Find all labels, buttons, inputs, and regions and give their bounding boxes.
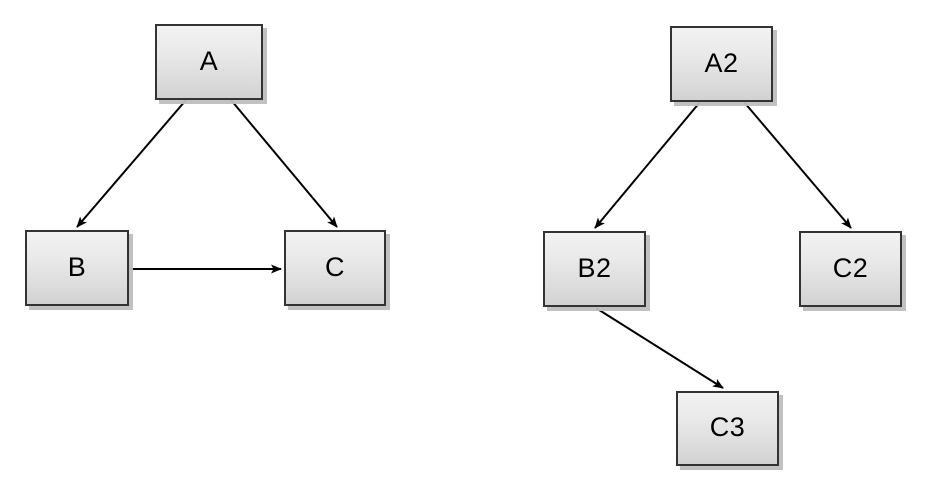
edge-a-c: [230, 99, 338, 228]
node-c2[interactable]: C2: [799, 231, 902, 307]
node-c[interactable]: C: [284, 230, 386, 306]
node-b[interactable]: B: [25, 230, 129, 306]
node-label: B2: [577, 252, 612, 283]
edge-a-b: [76, 99, 187, 228]
edge-a2-c2: [743, 101, 852, 229]
edge-b2-c3: [595, 307, 724, 389]
node-b2[interactable]: B2: [543, 231, 646, 307]
node-label: C2: [832, 252, 869, 283]
node-label: A: [199, 45, 219, 76]
node-label: C: [325, 251, 345, 282]
node-label: B: [67, 251, 87, 282]
node-label: C3: [709, 412, 746, 442]
node-a[interactable]: A: [155, 24, 263, 100]
edge-a2-b2: [594, 101, 701, 229]
node-label: A2: [704, 47, 739, 78]
node-a2[interactable]: A2: [670, 26, 773, 102]
edge-group: [76, 99, 852, 389]
node-c3[interactable]: C3: [676, 391, 779, 466]
